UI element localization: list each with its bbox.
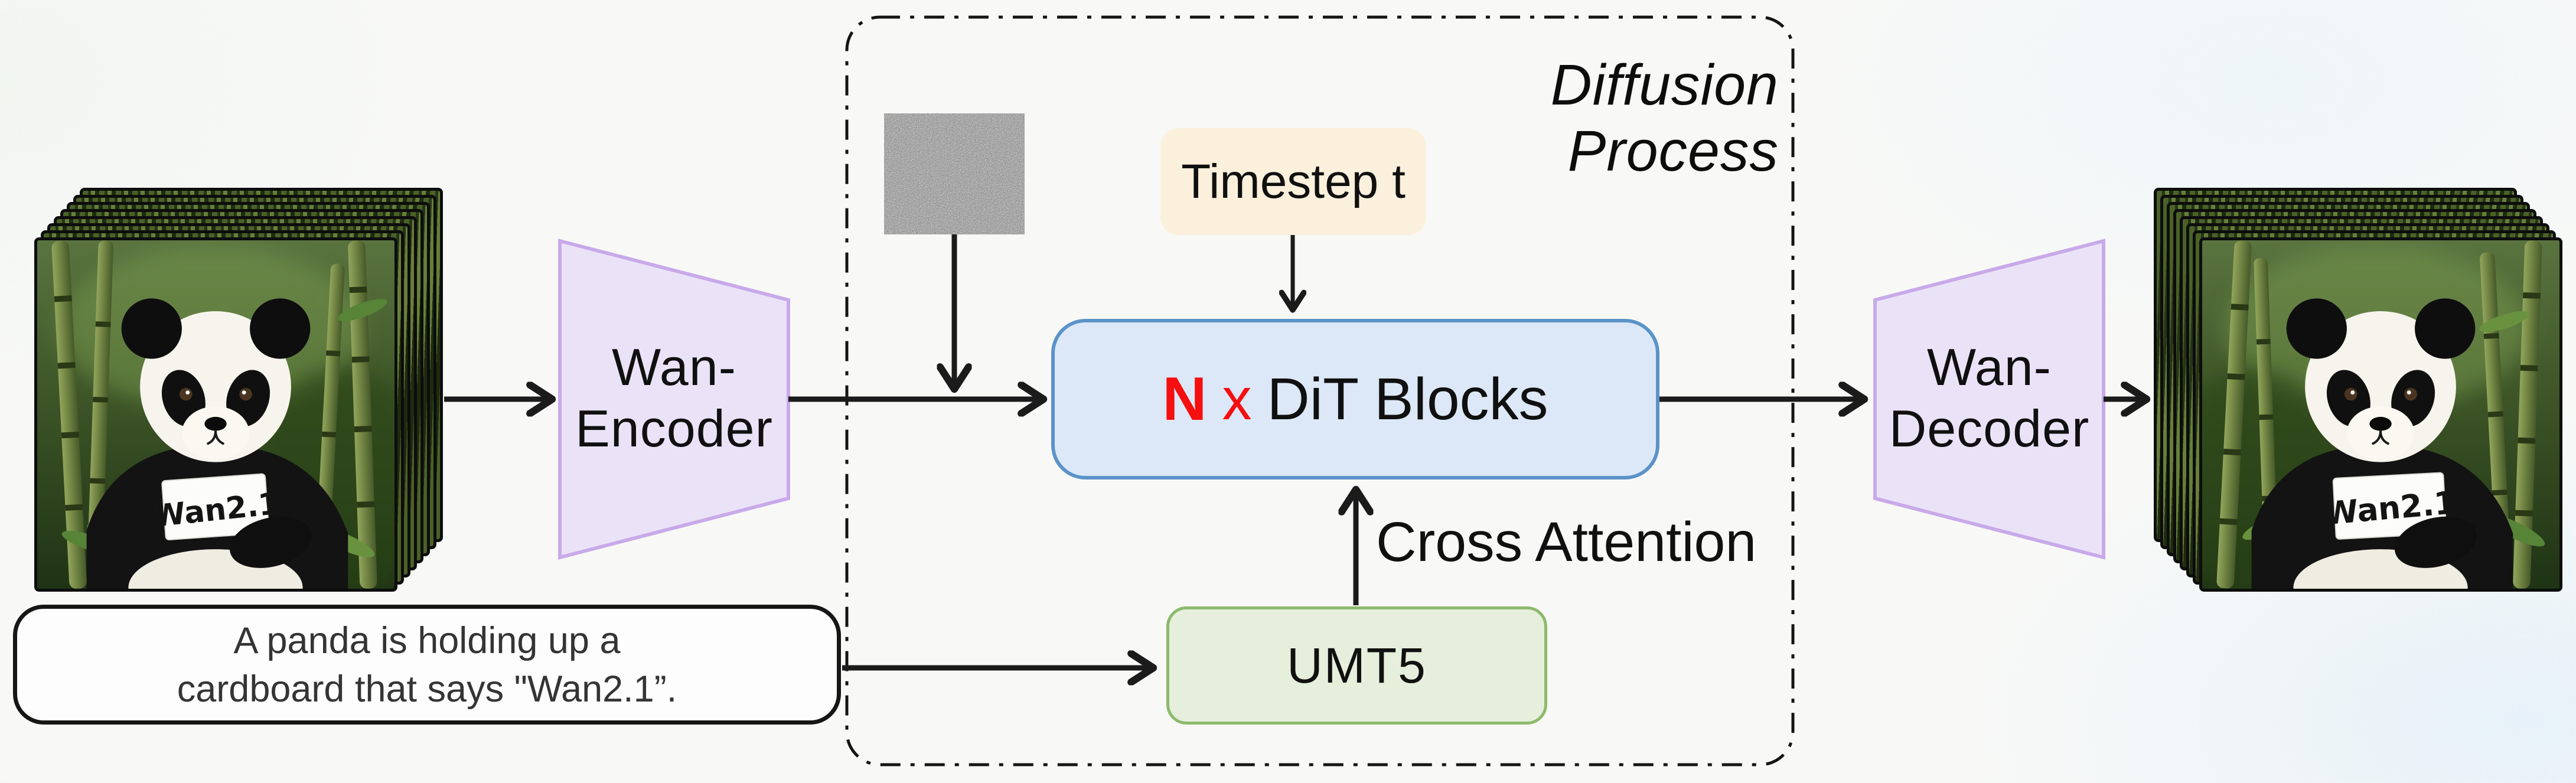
- text-prompt-bubble: A panda is holding up a cardboard that s…: [13, 605, 841, 725]
- panda-photo: Wan2.1: [37, 240, 394, 589]
- dit-n: N: [1162, 364, 1207, 433]
- wan-encoder-label: Wan- Encoder: [575, 338, 773, 458]
- prompt-line-1: A panda is holding up a: [233, 619, 621, 661]
- timestep-box: Timestep t: [1160, 128, 1426, 235]
- cross-attention-label: Cross Attention: [1376, 511, 1757, 573]
- noise-latent-image: [884, 113, 1025, 234]
- dit-blocks-label: DiT Blocks: [1267, 366, 1548, 432]
- diffusion-process-title: Diffusion Process: [1550, 53, 1779, 183]
- wan-decoder-label: Wan- Decoder: [1889, 338, 2090, 458]
- output-video-frame-stack: Wan2.1: [2154, 188, 2576, 601]
- panda: Wan2.1: [2251, 298, 2513, 589]
- input-video-frame-stack: Wan2.1: [34, 188, 477, 601]
- panda: Wan2.1: [86, 298, 348, 589]
- dit-times: x: [1222, 366, 1252, 432]
- umt5-label: UMT5: [1287, 637, 1427, 693]
- umt5-box: UMT5: [1166, 606, 1547, 725]
- timestep-label: Timestep t: [1181, 154, 1406, 208]
- panda-photo: Wan2.1: [2202, 240, 2559, 589]
- cardboard-sign: Wan2.1: [2322, 472, 2457, 540]
- cardboard-sign: Wan2.1: [151, 473, 281, 541]
- prompt-line-2: cardboard that says "Wan2.1”.: [177, 668, 677, 710]
- dit-blocks-box: N x DiT Blocks: [1051, 319, 1659, 479]
- video-frame-front: Wan2.1: [34, 237, 397, 592]
- video-frame-front: Wan2.1: [2199, 237, 2562, 592]
